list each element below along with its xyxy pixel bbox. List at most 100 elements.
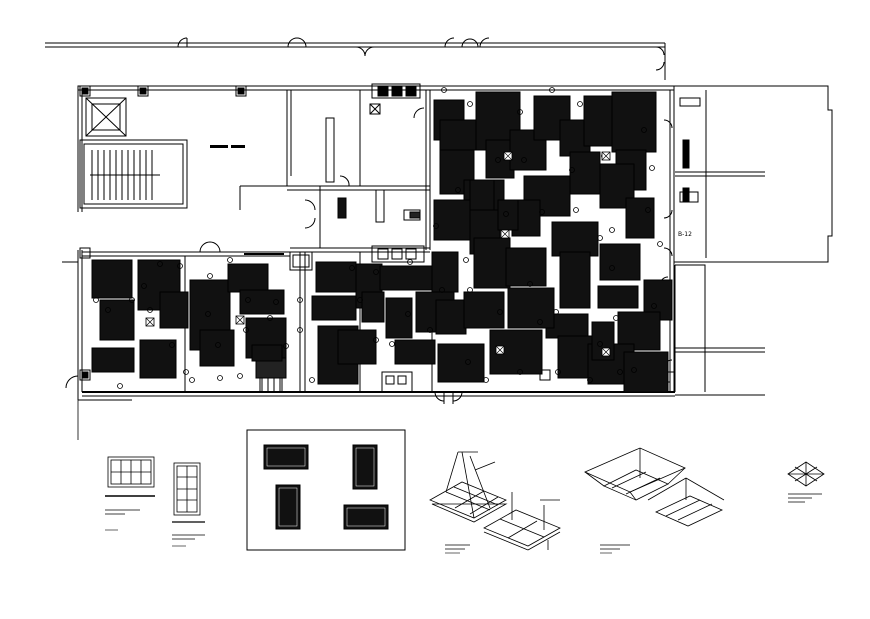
detail-cable-hanger	[787, 461, 825, 503]
diffuser	[500, 229, 510, 239]
ceiling-cloud	[625, 197, 655, 239]
light-fixture	[553, 309, 559, 315]
detail-window-elevation	[105, 456, 155, 515]
stair-treads	[90, 150, 160, 200]
light-fixture	[503, 211, 509, 217]
light-fixture	[157, 261, 163, 267]
ceiling-cloud	[251, 344, 283, 362]
top-corridor	[45, 37, 666, 80]
light-fixture	[657, 241, 663, 247]
diffuser	[495, 345, 505, 355]
diffuser	[601, 347, 611, 357]
diffuser	[145, 317, 155, 327]
light-fixture	[309, 377, 315, 383]
light-fixture	[245, 297, 251, 303]
light-fixture	[569, 167, 575, 173]
light-fixture	[105, 307, 111, 313]
light-fixture	[189, 377, 195, 383]
ceiling-cloud	[469, 179, 495, 211]
ceiling-clouds	[91, 91, 673, 393]
light-fixture	[117, 383, 123, 389]
ceiling-cloud	[643, 279, 673, 321]
light-fixture	[357, 297, 363, 303]
ceiling-cloud	[551, 221, 599, 257]
ceiling-cloud	[435, 299, 467, 335]
light-fixture	[283, 343, 289, 349]
light-fixture	[297, 327, 303, 333]
ceiling-cloud	[489, 329, 543, 375]
ceiling-cloud	[385, 297, 413, 339]
light-fixture	[439, 287, 445, 293]
ceiling-cloud	[91, 259, 133, 299]
ceiling-cloud	[361, 291, 385, 323]
light-fixture	[243, 327, 249, 333]
light-fixture	[539, 209, 545, 215]
light-fixture	[613, 315, 619, 321]
light-fixture	[631, 367, 637, 373]
ceiling-cloud	[139, 339, 177, 379]
light-fixture	[349, 265, 355, 271]
light-fixture	[141, 283, 147, 289]
light-fixture	[297, 297, 303, 303]
light-fixture	[463, 257, 469, 263]
grid-label: B-12	[678, 231, 692, 238]
light-fixture	[573, 207, 579, 213]
ceiling-cloud	[199, 329, 235, 367]
light-fixture	[217, 375, 223, 381]
light-fixture	[651, 303, 657, 309]
light-fixtures	[93, 87, 663, 389]
light-fixture	[587, 377, 593, 383]
ceiling-cloud	[394, 339, 436, 365]
light-fixture	[609, 227, 615, 233]
light-fixture	[147, 307, 153, 313]
building-outline	[62, 85, 833, 440]
light-fixture	[177, 263, 183, 269]
light-fixture	[645, 207, 651, 213]
light-fixture	[597, 235, 603, 241]
diffuser	[503, 151, 513, 161]
ceiling-cloud	[337, 329, 377, 365]
light-fixture	[227, 257, 233, 263]
light-fixture	[641, 127, 647, 133]
light-fixture	[465, 359, 471, 365]
light-fixture	[205, 311, 211, 317]
light-fixture	[183, 369, 189, 375]
light-fixture	[555, 369, 561, 375]
ceiling-cloud	[91, 347, 135, 373]
ceiling-cloud	[311, 295, 357, 321]
light-fixture	[441, 87, 447, 93]
ceiling-cloud	[437, 343, 485, 383]
light-fixture	[597, 341, 603, 347]
ceiling-cloud	[159, 291, 189, 329]
light-fixture	[521, 157, 527, 163]
light-fixture	[433, 223, 439, 229]
light-fixture	[373, 269, 379, 275]
ceiling-cloud	[611, 91, 657, 153]
ceiling-cloud	[569, 151, 601, 195]
light-fixture	[467, 101, 473, 107]
light-fixture	[517, 369, 523, 375]
ceiling-cloud	[599, 243, 641, 281]
light-fixture	[497, 309, 503, 315]
ceiling-cloud	[239, 289, 285, 315]
ceiling-cloud	[583, 95, 615, 147]
ceiling-cloud	[617, 311, 661, 351]
light-fixture	[495, 157, 501, 163]
ceiling-cloud	[473, 237, 511, 289]
light-fixture	[169, 342, 175, 348]
ceiling-cloud	[99, 299, 135, 341]
light-fixture	[93, 297, 99, 303]
light-fixture	[455, 187, 461, 193]
light-fixture	[215, 342, 221, 348]
ceiling-cloud	[463, 291, 505, 329]
detail-isometric-clouds-b	[584, 447, 725, 550]
light-fixture	[577, 101, 583, 107]
diffuser	[235, 315, 245, 325]
light-fixture	[389, 341, 395, 347]
light-fixture	[549, 87, 555, 93]
light-fixture	[649, 165, 655, 171]
light-fixture	[517, 109, 523, 115]
interior-partitions	[79, 90, 675, 404]
